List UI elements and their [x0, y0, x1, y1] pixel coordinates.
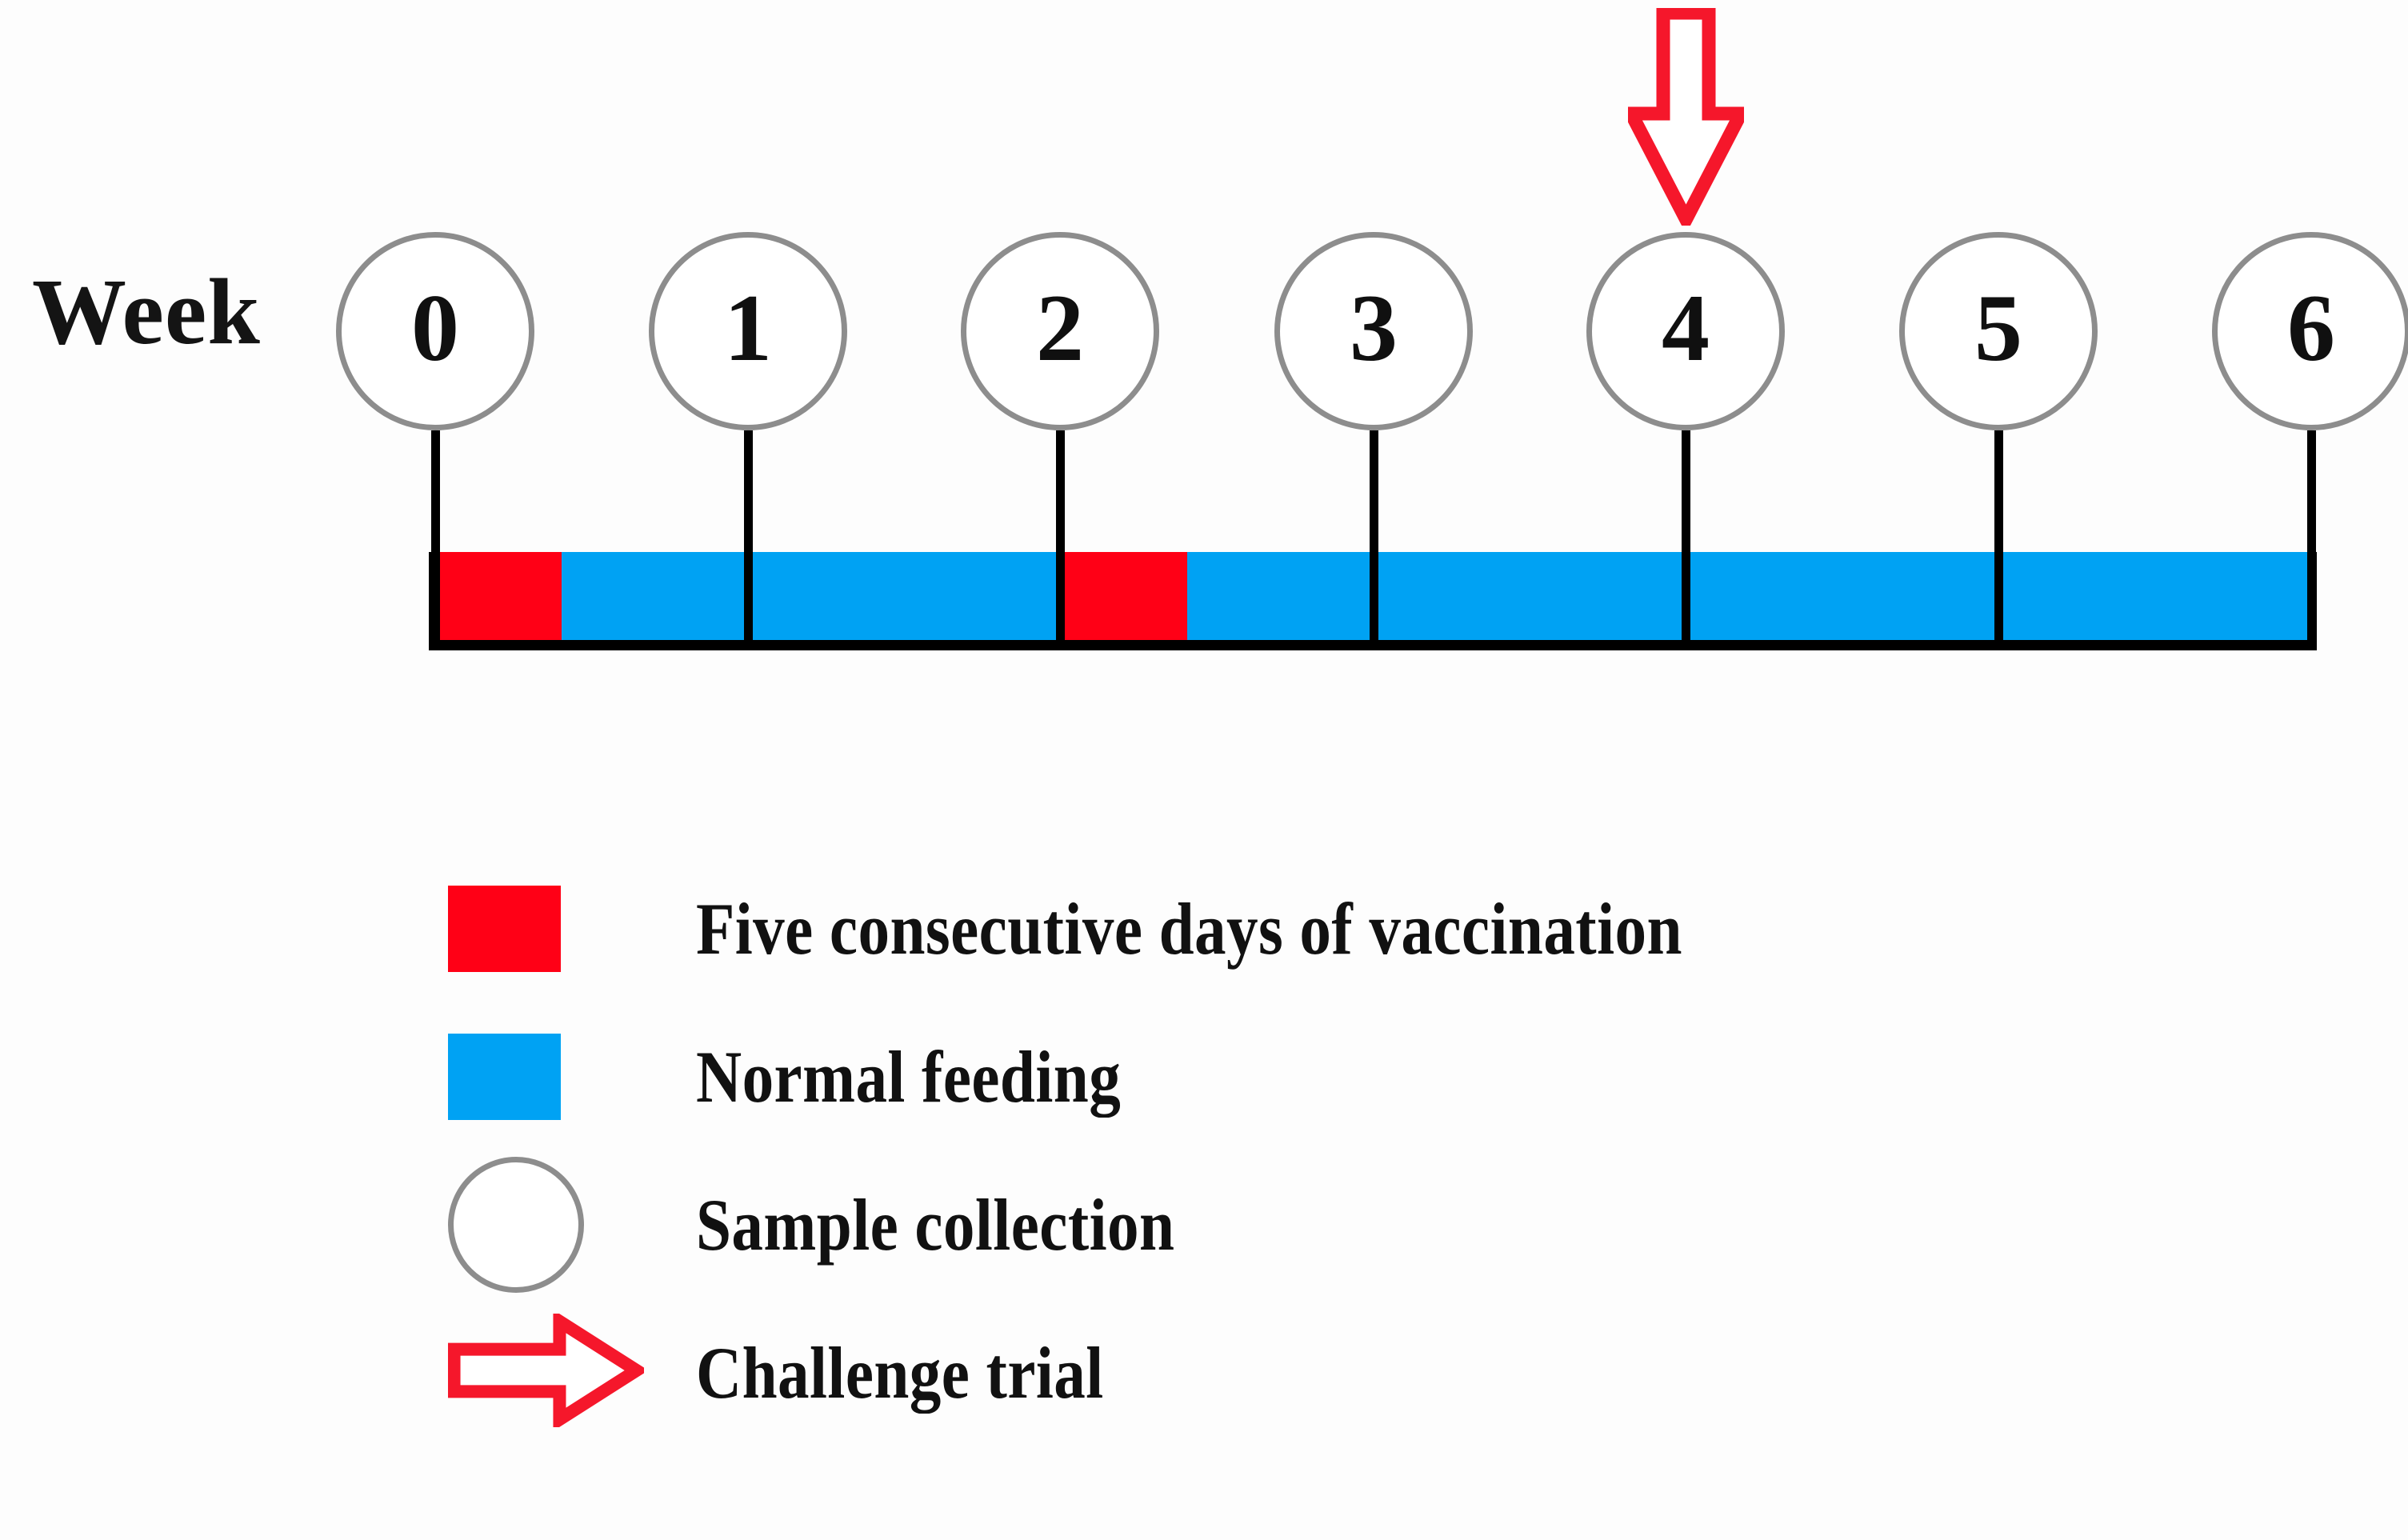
week-tick-2	[1056, 430, 1065, 646]
arrow-down-icon	[1620, 6, 1752, 234]
week-axis-label: Week	[32, 259, 261, 364]
legend-item-vaccination: Five consecutive days of vaccination	[448, 854, 2208, 1002]
legend-swatch-vaccination	[448, 885, 696, 972]
red-square-icon	[448, 885, 561, 972]
week-node-2[interactable]: 2	[961, 232, 1159, 430]
week-node-label: 5	[1974, 274, 2022, 381]
timeline-segment-vaccination	[430, 552, 572, 642]
week-node-1[interactable]: 1	[649, 232, 847, 430]
week-node-5[interactable]: 5	[1899, 232, 2098, 430]
week-tick-5	[1994, 430, 2003, 646]
legend-label-feeding: Normal feeding	[696, 1035, 1122, 1118]
week-node-label: 0	[411, 274, 459, 381]
legend-label-sample-collection: Sample collection	[696, 1183, 1175, 1266]
week-tick-0	[431, 430, 440, 646]
legend-swatch-challenge-trial	[447, 1310, 696, 1431]
timeline-segment-normal-feeding	[562, 552, 1066, 642]
week-node-3[interactable]: 3	[1274, 232, 1473, 430]
week-node-label: 4	[1662, 274, 1710, 381]
week-node-label: 2	[1036, 274, 1084, 381]
circle-outline-icon	[448, 1156, 584, 1293]
week-node-label: 1	[724, 274, 772, 381]
legend-label-challenge-trial: Challenge trial	[696, 1331, 1104, 1414]
week-tick-6	[2307, 430, 2316, 646]
legend: Five consecutive days of vaccination Nor…	[447, 854, 2208, 1446]
timeline-segment-vaccination	[1055, 552, 1197, 642]
week-node-label: 3	[1350, 274, 1398, 381]
week-node-label: 6	[2287, 274, 2335, 381]
week-node-0[interactable]: 0	[336, 232, 534, 430]
week-tick-3	[1370, 430, 1378, 646]
timeline-segment-normal-feeding	[1186, 552, 2316, 642]
week-node-4[interactable]: 4	[1586, 232, 1785, 430]
legend-item-feeding: Normal feeding	[448, 1002, 2208, 1150]
week-tick-1	[744, 430, 753, 646]
legend-swatch-sample-collection	[448, 1156, 696, 1293]
week-tick-4	[1682, 430, 1690, 646]
legend-item-sample-collection: Sample collection	[448, 1150, 2208, 1298]
legend-swatch-feeding	[448, 1033, 696, 1120]
legend-label-vaccination: Five consecutive days of vaccination	[696, 887, 1682, 970]
blue-square-icon	[448, 1033, 561, 1120]
week-node-6[interactable]: 6	[2212, 232, 2408, 430]
legend-item-challenge-trial: Challenge trial	[447, 1298, 2208, 1446]
arrow-right-icon	[447, 1310, 649, 1431]
